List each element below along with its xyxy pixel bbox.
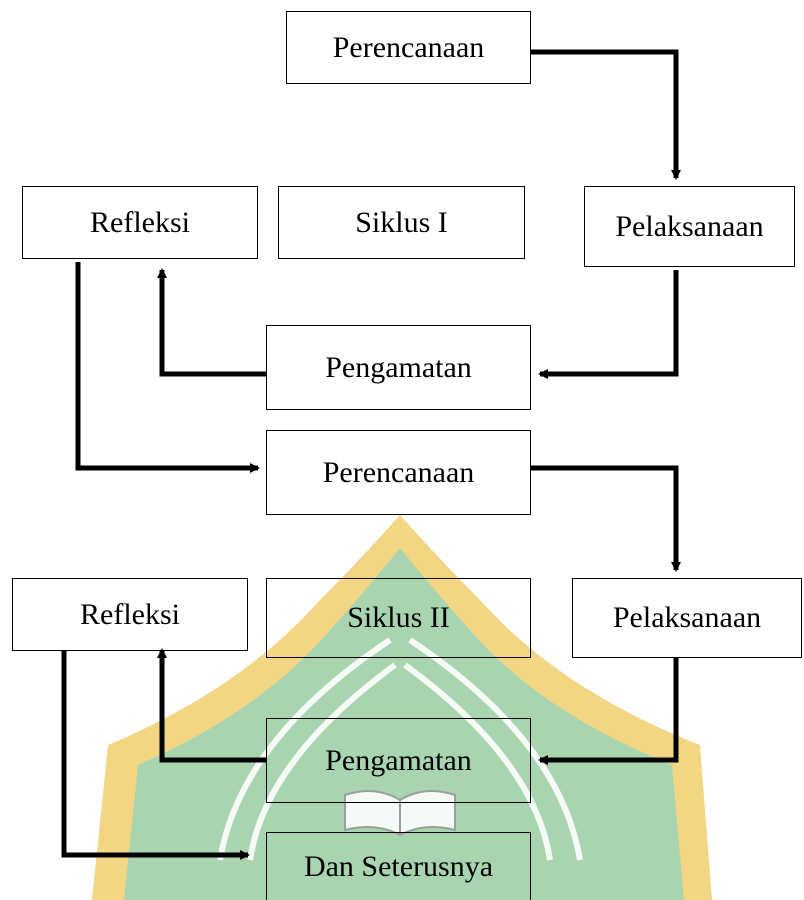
arrow-reflecting1-to-planning2	[75, 262, 260, 473]
box-cycle2-label: Siklus II	[266, 578, 531, 658]
box-observing-cycle1: Pengamatan	[266, 325, 531, 410]
label-planning-cycle1: Perencanaan	[332, 30, 485, 64]
label-planning-cycle2: Perencanaan	[322, 455, 475, 489]
label-reflecting-cycle1: Refleksi	[90, 205, 190, 239]
label-reflecting-cycle2: Refleksi	[80, 597, 180, 631]
box-acting-cycle2: Pelaksanaan	[572, 578, 802, 658]
arrow-planning2-to-acting2	[531, 465, 681, 572]
box-planning-cycle1: Perencanaan	[286, 11, 531, 84]
label-observing-cycle1: Pengamatan	[325, 350, 472, 384]
emblem-wheat	[217, 637, 583, 861]
label-cycle2: Siklus II	[347, 601, 450, 634]
arrow-observing2-to-reflecting2	[157, 648, 266, 763]
label-acting-cycle2: Pelaksanaan	[612, 601, 762, 634]
box-reflecting-cycle2: Refleksi	[12, 578, 248, 651]
box-cycle1-label: Siklus I	[278, 186, 525, 259]
label-cycle1: Siklus I	[355, 205, 448, 239]
box-observing-cycle2: Pengamatan	[266, 718, 531, 803]
label-continuation: Dan Seterusnya	[303, 849, 494, 883]
arrow-planning1-to-acting1	[531, 49, 681, 180]
box-acting-cycle1: Pelaksanaan	[584, 186, 795, 267]
arrow-acting1-to-observing1	[538, 270, 679, 379]
box-planning-cycle2: Perencanaan	[266, 430, 531, 515]
arrow-acting2-to-observing2	[538, 658, 679, 765]
label-observing-cycle2: Pengamatan	[325, 743, 472, 777]
label-acting-cycle1: Pelaksanaan	[615, 209, 764, 243]
box-reflecting-cycle1: Refleksi	[22, 186, 258, 259]
box-continuation: Dan Seterusnya	[266, 832, 531, 900]
arrow-observing1-to-reflecting1	[157, 268, 266, 377]
arrow-reflecting2-to-continuation	[61, 650, 250, 860]
